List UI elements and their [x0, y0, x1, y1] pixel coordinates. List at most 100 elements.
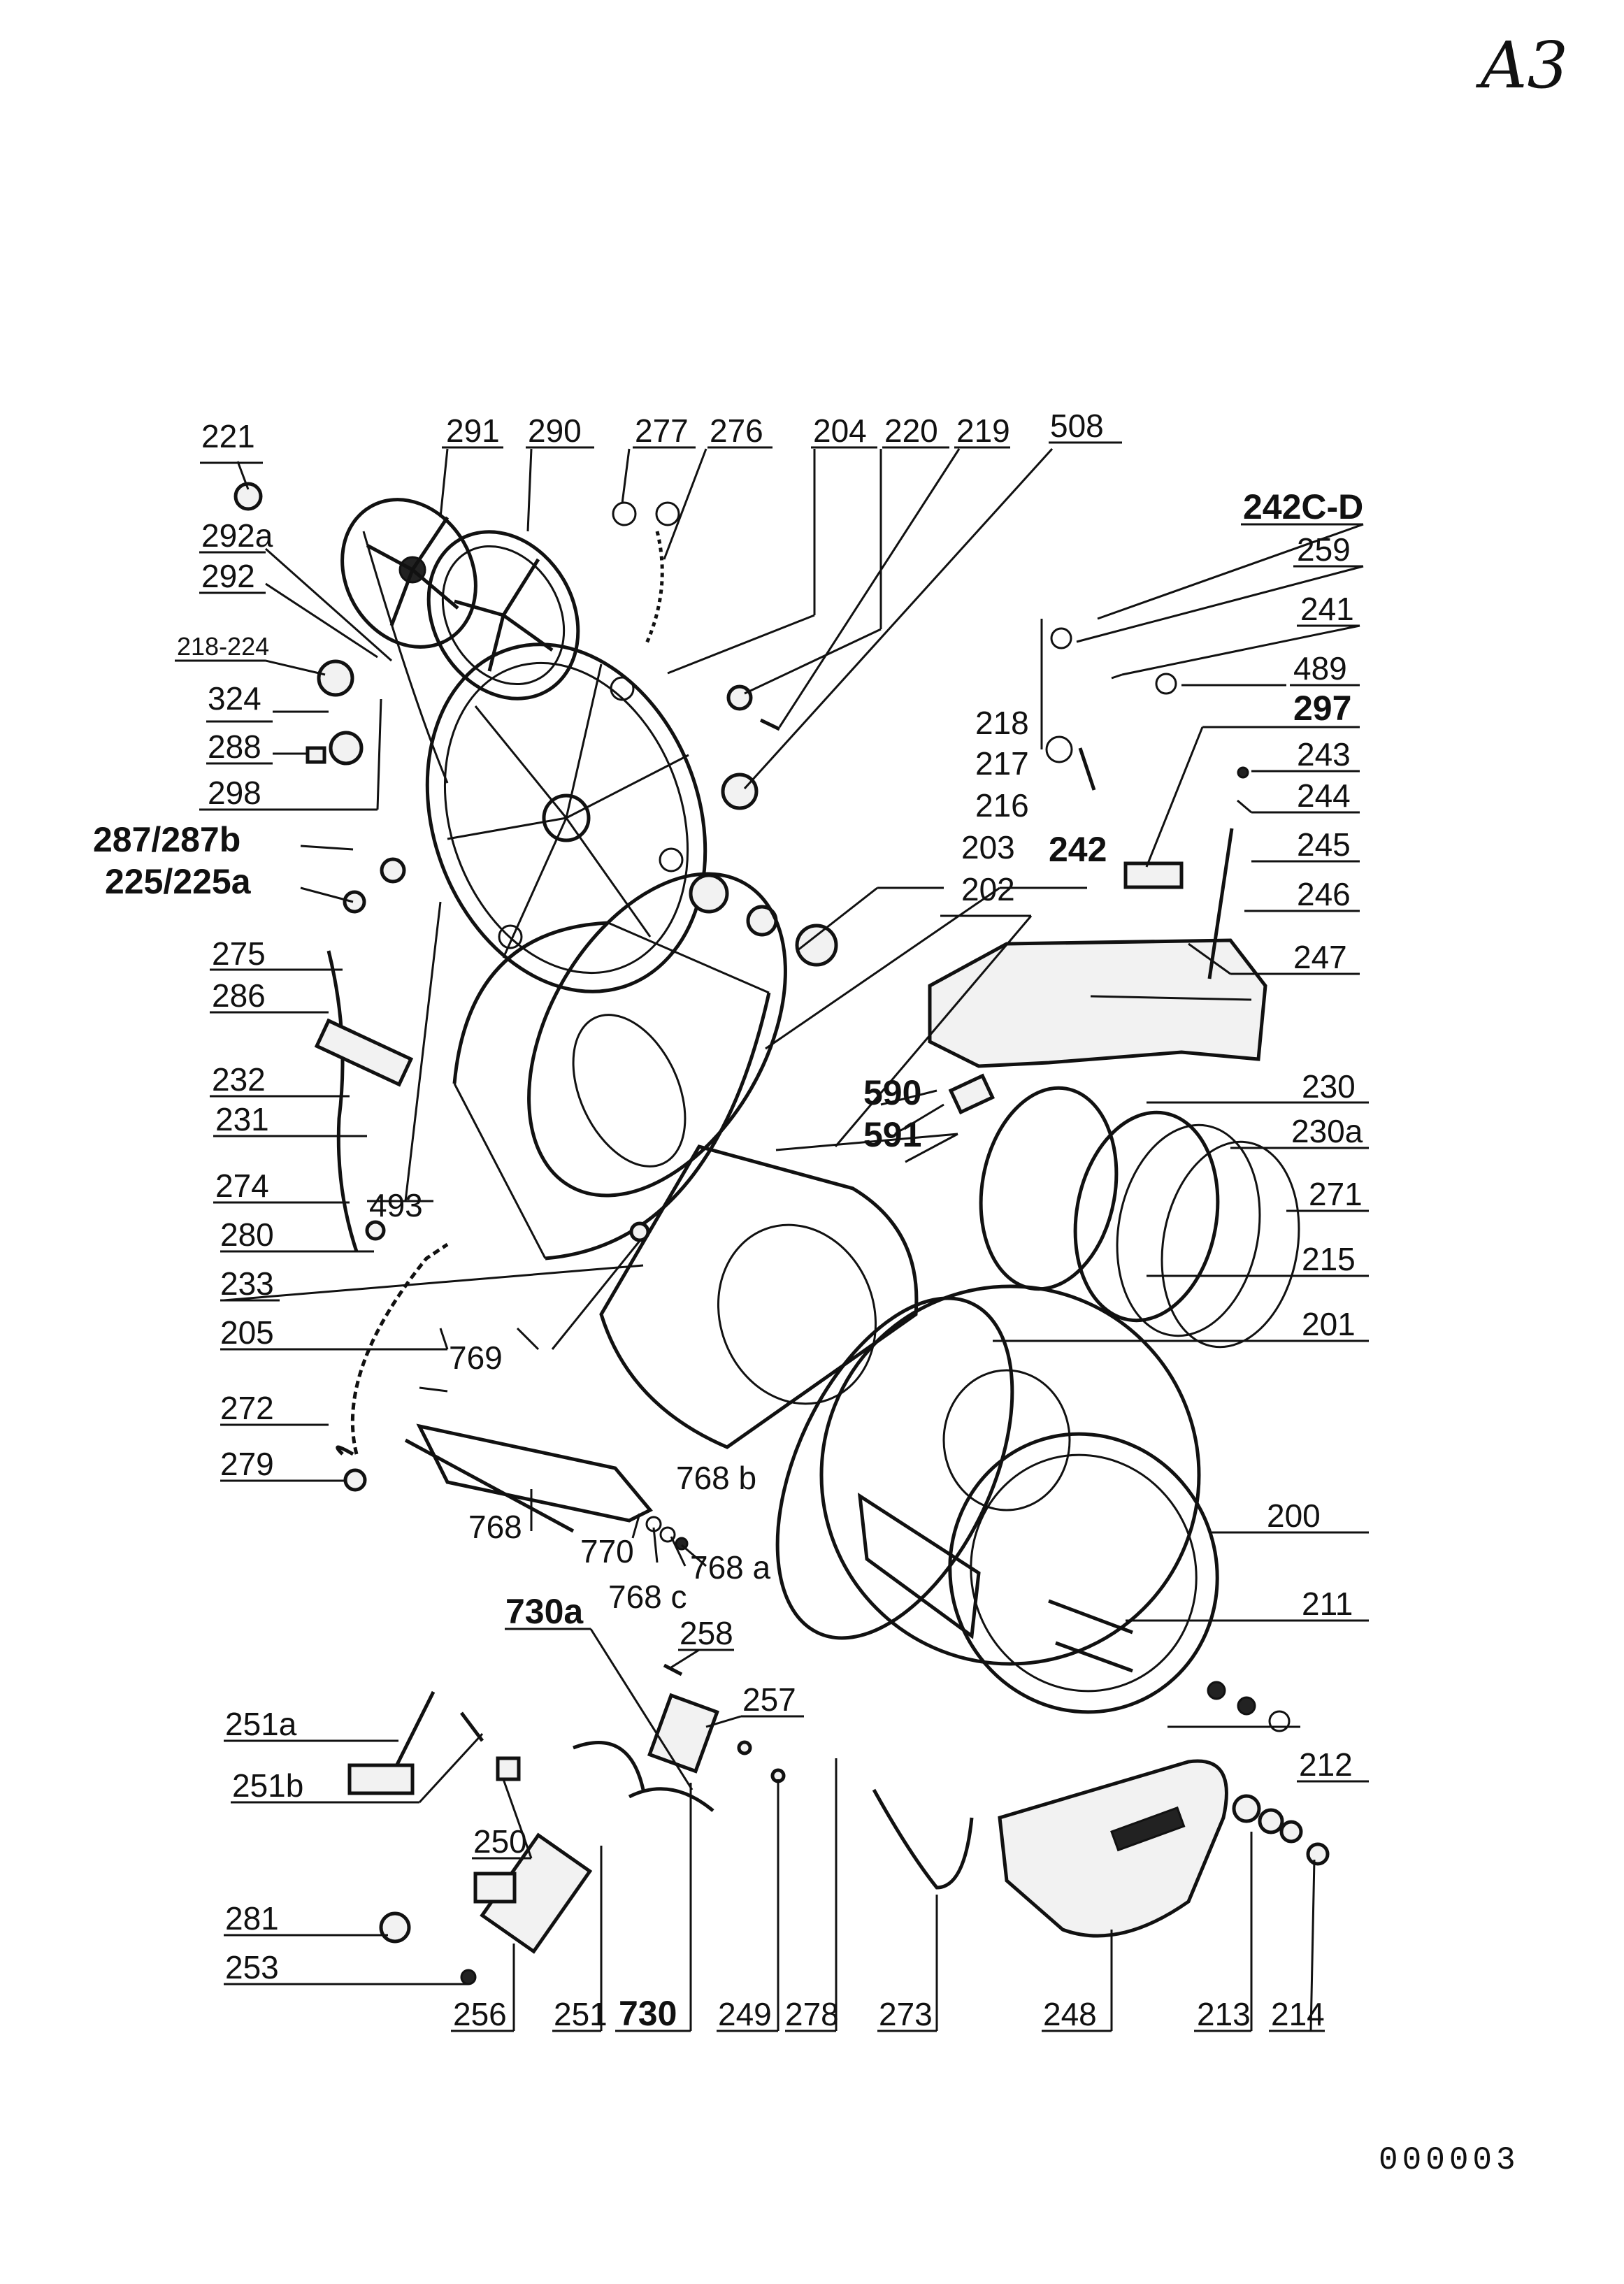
label-225-225a: 225/225a — [105, 862, 252, 901]
seal-ring-201 — [775, 1296, 1014, 1640]
label-768a: 768 a — [690, 1549, 771, 1586]
label-231: 231 — [215, 1101, 269, 1137]
label-213: 213 — [1197, 1996, 1251, 2032]
label-769: 769 — [449, 1339, 503, 1376]
label-274: 274 — [215, 1168, 269, 1204]
label-201: 201 — [1302, 1306, 1356, 1342]
label-218: 218 — [975, 705, 1029, 741]
label-291: 291 — [446, 412, 500, 449]
label-205: 205 — [220, 1314, 274, 1351]
label-508: 508 — [1050, 408, 1104, 444]
clips-730 — [480, 1693, 719, 1954]
label-257: 257 — [742, 1681, 796, 1718]
drum-pulley-290 — [426, 530, 580, 701]
label-232: 232 — [212, 1061, 266, 1098]
label-768b: 768 b — [676, 1460, 756, 1496]
counterweight-247 — [928, 938, 1267, 1068]
label-216: 216 — [975, 787, 1029, 824]
label-277: 277 — [635, 412, 689, 449]
label-242: 242 — [1049, 830, 1107, 869]
label-290: 290 — [528, 412, 582, 449]
label-220: 220 — [884, 412, 938, 449]
label-251a: 251a — [225, 1706, 297, 1742]
label-underlines — [175, 441, 1369, 2032]
label-215: 215 — [1302, 1241, 1356, 1277]
drain-hose-205 — [336, 1242, 449, 1456]
door-seal-230 — [979, 1086, 1300, 1349]
label-489: 489 — [1293, 650, 1347, 687]
label-279: 279 — [220, 1446, 274, 1482]
label-218-224: 218-224 — [177, 632, 269, 661]
damper-251a — [347, 1690, 484, 1795]
label-251: 251 — [554, 1996, 608, 2032]
tub-front-frame-200 — [819, 1284, 1219, 1714]
label-324: 324 — [208, 680, 261, 717]
label-212: 212 — [1299, 1746, 1353, 1783]
label-230a: 230a — [1291, 1113, 1363, 1149]
label-278: 278 — [785, 1996, 839, 2032]
label-591: 591 — [863, 1115, 921, 1154]
label-233: 233 — [220, 1265, 274, 1302]
label-288: 288 — [208, 728, 261, 765]
label-770: 770 — [580, 1533, 634, 1570]
label-245: 245 — [1297, 826, 1351, 863]
label-217: 217 — [975, 745, 1029, 782]
label-247: 247 — [1293, 939, 1347, 975]
label-251b: 251b — [232, 1767, 303, 1804]
label-246: 246 — [1297, 876, 1351, 912]
label-287-287b: 287/287b — [93, 820, 240, 859]
label-250: 250 — [473, 1823, 527, 1860]
document-code: 000003 — [1379, 2142, 1520, 2178]
label-281: 281 — [225, 1900, 279, 1937]
label-253: 253 — [225, 1949, 279, 1985]
label-249: 249 — [718, 1996, 772, 2032]
page-marker: A3 — [1475, 28, 1568, 103]
label-292: 292 — [201, 558, 255, 594]
label-214: 214 — [1271, 1996, 1325, 2032]
label-286: 286 — [212, 977, 266, 1014]
label-292a: 292a — [201, 517, 273, 554]
label-297: 297 — [1293, 689, 1351, 728]
label-272: 272 — [220, 1390, 274, 1426]
label-204: 204 — [813, 412, 867, 449]
label-271: 271 — [1309, 1176, 1363, 1212]
heater-274-286 — [314, 950, 414, 1252]
label-258: 258 — [680, 1615, 733, 1651]
label-259: 259 — [1297, 531, 1351, 568]
label-230: 230 — [1302, 1068, 1356, 1105]
label-298: 298 — [208, 775, 261, 811]
label-243: 243 — [1297, 736, 1351, 773]
label-219: 219 — [956, 412, 1010, 449]
tub-front-202 — [599, 1144, 919, 1449]
label-590: 590 — [863, 1073, 921, 1112]
rear-tub-half-wheel — [425, 642, 707, 993]
rear-pulley-291 — [340, 498, 477, 649]
bearing-set-216-218 — [689, 684, 838, 967]
label-211: 211 — [1302, 1586, 1353, 1622]
label-221: 221 — [201, 418, 255, 454]
label-273: 273 — [879, 1996, 933, 2032]
label-730: 730 — [619, 1994, 677, 2033]
hose-273 — [872, 1788, 974, 1890]
label-200: 200 — [1267, 1497, 1321, 1534]
rear-weight-248 — [998, 1759, 1228, 1938]
bolts-211-214 — [1048, 1599, 1330, 1866]
label-256: 256 — [453, 1996, 507, 2032]
label-248: 248 — [1043, 1996, 1097, 2032]
label-242c-d: 242C-D — [1243, 487, 1363, 526]
drum-203 — [452, 872, 787, 1260]
belt-292 — [362, 531, 449, 784]
hose-276 — [612, 501, 680, 645]
label-241: 241 — [1300, 591, 1354, 627]
label-730a: 730a — [505, 1592, 584, 1631]
strap-768-770 — [404, 1423, 689, 1551]
label-203: 203 — [961, 829, 1015, 866]
label-202: 202 — [961, 871, 1015, 907]
label-280: 280 — [220, 1216, 274, 1253]
label-768: 768 — [468, 1509, 522, 1545]
label-768c: 768 c — [608, 1579, 687, 1615]
label-244: 244 — [1297, 777, 1351, 814]
label-493: 493 — [369, 1187, 423, 1223]
